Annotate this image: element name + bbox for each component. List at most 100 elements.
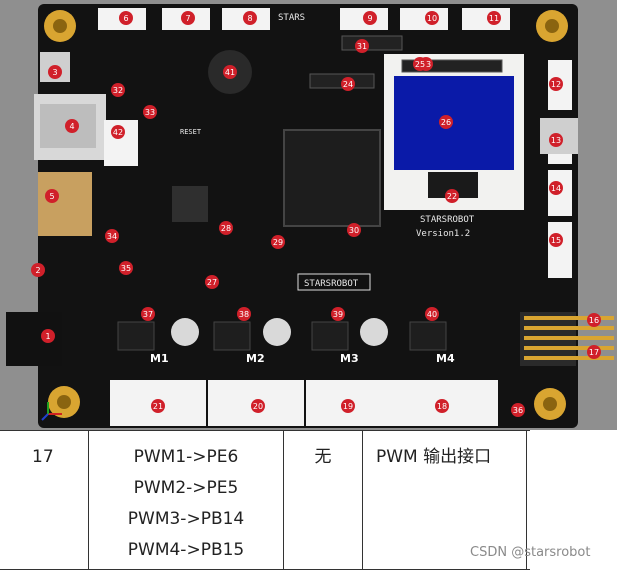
marker-label: 9	[367, 14, 372, 23]
marker-dot	[48, 65, 62, 79]
marker-label: 10	[427, 14, 437, 23]
marker-label: 1	[45, 332, 50, 341]
marker-label: 14	[551, 184, 561, 193]
marker-label: 39	[333, 310, 343, 319]
marker-dot	[237, 307, 251, 321]
pwm-mapping-item: PWM3->PB14	[127, 509, 245, 529]
marker-label: 11	[489, 14, 499, 23]
table-divider	[526, 430, 527, 570]
mounting-holes	[44, 10, 568, 420]
marker-label: 20	[253, 402, 263, 411]
table-divider	[88, 430, 89, 570]
motor-label-m3: M3	[340, 352, 359, 365]
axis-gizmo-icon	[41, 402, 62, 421]
marker-label: 13	[551, 136, 561, 145]
row-description: PWM 输出接口	[376, 447, 492, 467]
marker-label: 38	[239, 310, 249, 319]
pwm-mapping-list: PWM1->PE6 PWM2->PE5 PWM3->PB14 PWM4->PB1…	[89, 442, 283, 566]
marker-label: 32	[113, 86, 123, 95]
marker-dot	[31, 263, 45, 277]
marker-dot	[549, 133, 563, 147]
marker-label: 26	[441, 118, 451, 127]
pwm-mapping-item: PWM4->PB15	[127, 540, 245, 560]
marker-dot	[511, 403, 525, 417]
marker-dot	[151, 399, 165, 413]
pwm-mapping-item: PWM1->PE6	[133, 447, 239, 467]
silk-reset: RESET	[180, 128, 202, 136]
marker-dot	[413, 57, 427, 71]
marker-dot	[587, 313, 601, 327]
table-bottom-border	[0, 569, 530, 570]
marker-dot	[111, 83, 125, 97]
marker-label: 27	[207, 278, 217, 287]
marker-label: 29	[273, 238, 283, 247]
marker-dot	[271, 235, 285, 249]
capacitor-1	[171, 318, 199, 346]
marker-dot	[587, 345, 601, 359]
marker-dot	[363, 11, 377, 25]
marker-dot	[341, 399, 355, 413]
pcb-render: STARS STARSROBOT Version1.2 RESET STARSR…	[0, 0, 617, 430]
marker-dot	[243, 11, 257, 25]
marker-label: 4	[69, 122, 74, 131]
silk-brand-box: STARSROBOT	[304, 279, 359, 289]
marker-dot	[119, 261, 133, 275]
marker-label: 35	[121, 264, 131, 273]
marker-dot	[141, 307, 155, 321]
silk-top-brand: STARS	[278, 13, 305, 23]
watermark-text: CSDN @starsrobot	[470, 545, 591, 560]
marker-dot	[65, 119, 79, 133]
marker-label: 16	[589, 316, 599, 325]
silk-brand: STARSROBOT	[420, 215, 475, 225]
pwm-mapping-item: PWM2->PE5	[133, 478, 239, 498]
marker-dot	[251, 399, 265, 413]
marker-dot	[487, 11, 501, 25]
marker-dot	[347, 223, 361, 237]
marker-label: 40	[427, 310, 437, 319]
row-index: 17	[32, 447, 54, 467]
marker-dot	[549, 181, 563, 195]
oled-screen	[394, 76, 514, 170]
marker-label: 12	[551, 80, 561, 89]
marker-dot	[435, 399, 449, 413]
marker-dot	[439, 115, 453, 129]
power-jack	[38, 172, 92, 236]
marker-label: 31	[357, 42, 367, 51]
mcu-chip	[283, 129, 381, 227]
capacitor-3	[360, 318, 388, 346]
marker-dot	[105, 229, 119, 243]
spec-table: 17 PWM1->PE6 PWM2->PE5 PWM3->PB14 PWM4->…	[0, 430, 617, 572]
marker-label: 6	[123, 14, 128, 23]
marker-label: 25	[415, 60, 425, 69]
marker-label: 37	[143, 310, 153, 319]
marker-label: 28	[221, 224, 231, 233]
marker-label: 3	[52, 68, 57, 77]
pwm-header-pins	[520, 312, 614, 366]
marker-label: 15	[551, 236, 561, 245]
marker-dot	[549, 233, 563, 247]
capacitor-2	[263, 318, 291, 346]
marker-label: 24	[343, 80, 353, 89]
inductor	[172, 186, 208, 222]
silk-version: Version1.2	[416, 229, 470, 239]
table-divider	[362, 430, 363, 570]
marker-dot	[355, 39, 369, 53]
marker-dot	[119, 11, 133, 25]
marker-dot	[445, 189, 459, 203]
bottom-connectors	[110, 380, 498, 426]
table-divider	[283, 430, 284, 570]
marker-dot	[425, 11, 439, 25]
marker-label: 42	[113, 128, 123, 137]
marker-dot	[549, 77, 563, 91]
marker-dot	[205, 275, 219, 289]
table-top-border	[0, 430, 530, 431]
marker-dot	[425, 307, 439, 321]
component-markers: 1234567891011121314151617181920212223242…	[31, 11, 601, 417]
marker-label: 21	[153, 402, 163, 411]
marker-dot	[219, 221, 233, 235]
marker-dot	[341, 77, 355, 91]
marker-label: 30	[349, 226, 359, 235]
marker-dot	[181, 11, 195, 25]
motor-label-m2: M2	[246, 352, 265, 365]
marker-label: 22	[447, 192, 457, 201]
